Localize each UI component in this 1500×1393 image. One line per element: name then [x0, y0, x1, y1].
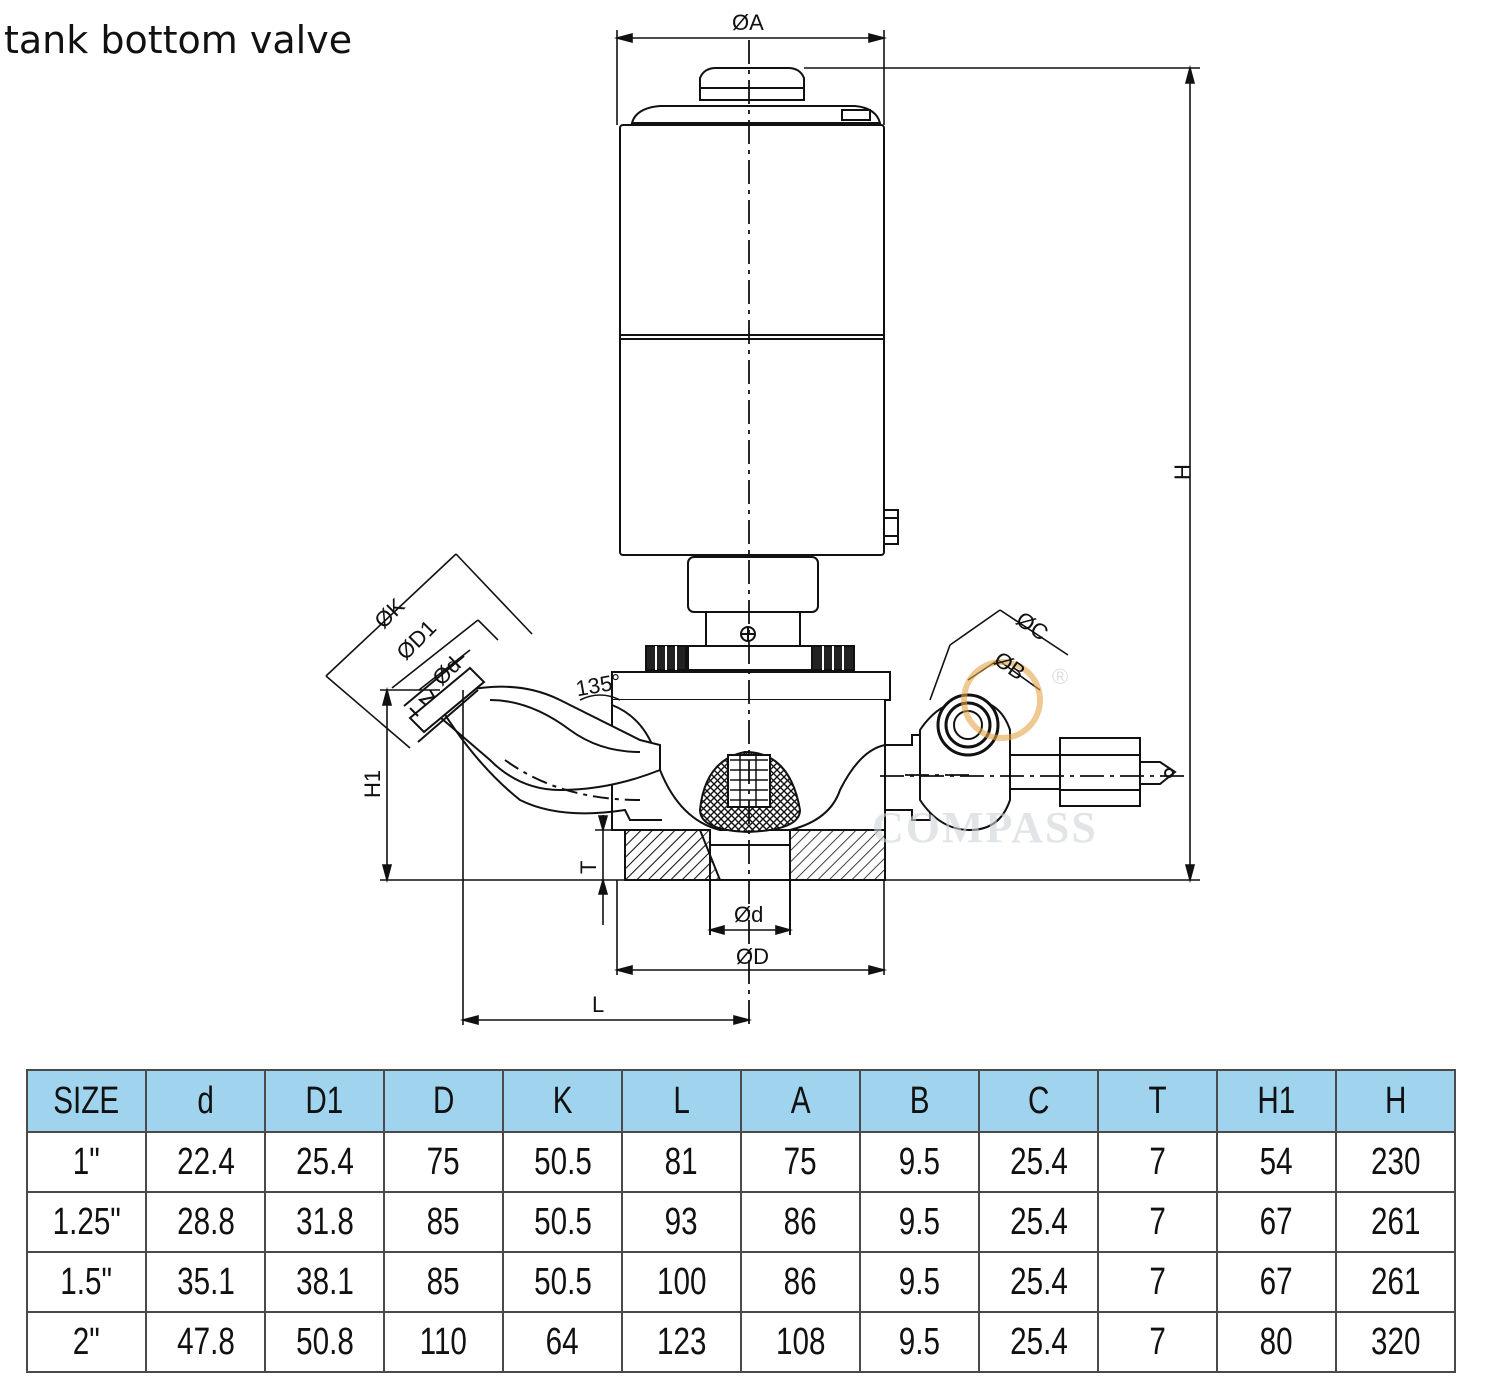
col-header-c: C	[978, 1069, 1099, 1133]
table-row: 1.25" 28.8 31.8 85 50.5 93 86 9.5 25.4 7…	[26, 1191, 1456, 1253]
dim-label-H1: H1	[360, 770, 385, 798]
table-cell: 80	[1216, 1311, 1337, 1373]
centre-lines	[748, 40, 1185, 1025]
col-header-d: d	[145, 1069, 266, 1133]
table-cell: 2"	[26, 1311, 147, 1373]
table-cell: 25.4	[978, 1251, 1099, 1313]
table-cell: 7	[1097, 1191, 1218, 1253]
col-header-k: K	[502, 1069, 623, 1133]
table-cell: 54	[1216, 1131, 1337, 1193]
table-cell: 86	[740, 1251, 861, 1313]
table-row: 2" 47.8 50.8 110 64 123 108 9.5 25.4 7 8…	[26, 1311, 1456, 1373]
col-header-a: A	[740, 1069, 861, 1133]
table-cell: 50.5	[502, 1251, 623, 1313]
table-cell: 50.5	[502, 1191, 623, 1253]
table-cell: 28.8	[145, 1191, 266, 1253]
table-cell: 75	[740, 1131, 861, 1193]
dim-label-phiA: ØA	[732, 10, 764, 35]
table-cell: 9.5	[859, 1191, 980, 1253]
dim-label-phid-outlet: Ød	[734, 902, 763, 927]
valve-technical-drawing: ® COMPASS ØA H ØK ØD1 Ød 135° H1 T Ød ØD…	[325, 10, 1200, 1026]
page-title: tank bottom valve	[4, 18, 353, 62]
dim-label-phiK: ØK	[369, 593, 409, 633]
actuator-body	[619, 124, 899, 556]
col-header-h: H	[1335, 1069, 1456, 1133]
table-cell: 9.5	[859, 1131, 980, 1193]
table-cell: 25.4	[978, 1191, 1099, 1253]
table-cell: 230	[1335, 1131, 1456, 1193]
table-cell: 25.4	[264, 1131, 385, 1193]
table-cell: 7	[1097, 1251, 1218, 1313]
col-header-d1: D1	[264, 1069, 385, 1133]
table-cell: 1"	[26, 1131, 147, 1193]
table-cell: 1.5"	[26, 1251, 147, 1313]
dim-label-L: L	[592, 992, 604, 1017]
table-cell: 85	[383, 1191, 504, 1253]
table-cell: 9.5	[859, 1311, 980, 1373]
dim-label-phiD1: ØD1	[391, 615, 441, 665]
table-cell: 123	[621, 1311, 742, 1373]
table-cell: 25.4	[978, 1311, 1099, 1373]
table-cell: 22.4	[145, 1131, 266, 1193]
dimension-table: SIZE d D1 D K L A B C T H1 H 1" 22.4 25.…	[26, 1069, 1456, 1373]
dim-label-phiC: ØC	[1012, 606, 1053, 645]
watermark-text: COMPASS	[872, 803, 1098, 852]
table-cell: 86	[740, 1191, 861, 1253]
table-cell: 50.5	[502, 1131, 623, 1193]
flush-port	[884, 693, 1177, 832]
dim-label-T: T	[576, 861, 601, 874]
col-header-t: T	[1097, 1069, 1218, 1133]
table-cell: 81	[621, 1131, 742, 1193]
table-cell: 9.5	[859, 1251, 980, 1313]
table-cell: 75	[383, 1131, 504, 1193]
col-header-l: L	[621, 1069, 742, 1133]
compass-watermark: ® COMPASS	[872, 659, 1098, 852]
table-cell: 38.1	[264, 1251, 385, 1313]
table-cell: 67	[1216, 1191, 1337, 1253]
valve-body	[611, 671, 891, 935]
dim-label-phiD: ØD	[736, 944, 769, 969]
table-cell: 85	[383, 1251, 504, 1313]
table-cell: 93	[621, 1191, 742, 1253]
table-cell: 110	[383, 1311, 504, 1373]
table-cell: 7	[1097, 1131, 1218, 1193]
dim-label-H: H	[1170, 464, 1195, 480]
table-cell: 35.1	[145, 1251, 266, 1313]
table-row: 1.5" 35.1 38.1 85 50.5 100 86 9.5 25.4 7…	[26, 1251, 1456, 1313]
valve-neck	[687, 556, 819, 671]
col-header-h1: H1	[1216, 1069, 1337, 1133]
table-cell: 1.25"	[26, 1191, 147, 1253]
clamp-bolts	[645, 645, 855, 671]
table-cell: 47.8	[145, 1311, 266, 1373]
table-cell: 320	[1335, 1311, 1456, 1373]
table-cell: 25.4	[978, 1131, 1099, 1193]
inlet-pipe	[403, 655, 662, 821]
col-header-D: D	[383, 1069, 504, 1133]
table-cell: 108	[740, 1311, 861, 1373]
table-cell: 100	[621, 1251, 742, 1313]
table-header-row: SIZE d D1 D K L A B C T H1 H	[26, 1069, 1456, 1133]
table-cell: 67	[1216, 1251, 1337, 1313]
table-cell: 7	[1097, 1311, 1218, 1373]
dimension-lines	[325, 30, 1200, 1026]
table-cell: 50.8	[264, 1311, 385, 1373]
actuator-cap	[630, 67, 882, 124]
table-cell: 64	[502, 1311, 623, 1373]
table-cell: 31.8	[264, 1191, 385, 1253]
col-header-size: SIZE	[26, 1069, 147, 1133]
table-cell: 261	[1335, 1251, 1456, 1313]
table-cell: 261	[1335, 1191, 1456, 1253]
watermark-mark: ®	[1052, 664, 1068, 689]
table-row: 1" 22.4 25.4 75 50.5 81 75 9.5 25.4 7 54…	[26, 1131, 1456, 1193]
col-header-b: B	[859, 1069, 980, 1133]
